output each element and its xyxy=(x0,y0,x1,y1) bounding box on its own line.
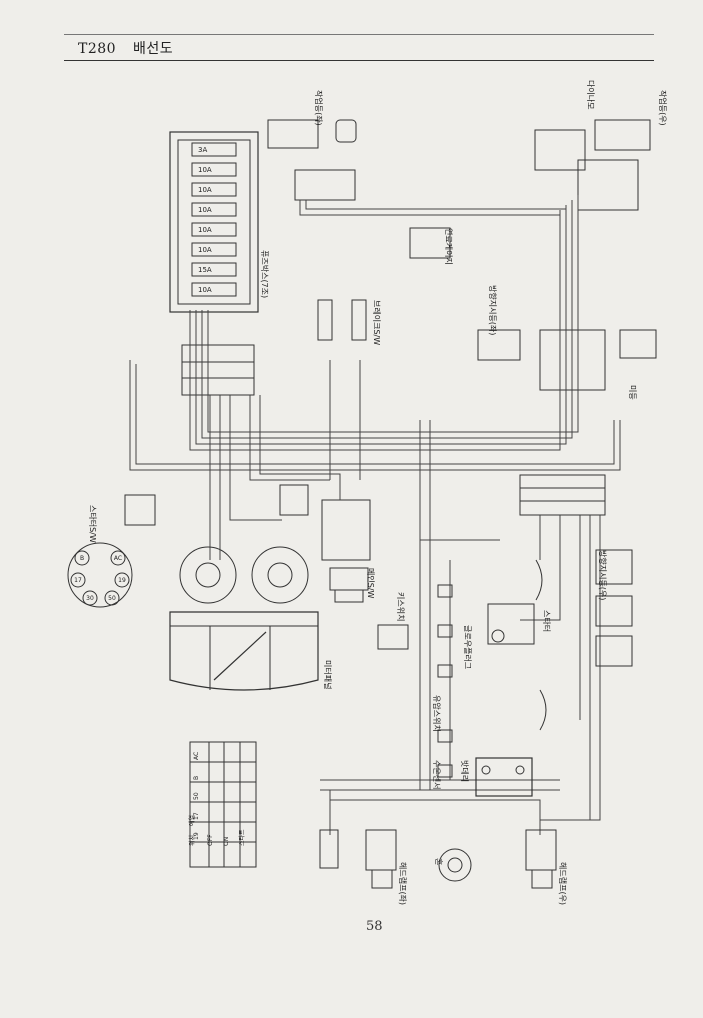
page-number: 58 xyxy=(366,919,383,934)
upper-connectors xyxy=(267,119,657,391)
table-header: B xyxy=(193,776,200,780)
starter-codes: B AC 17 19 30 50 xyxy=(74,555,126,602)
wire-harness xyxy=(129,195,621,835)
fuse-box xyxy=(169,131,259,313)
label-starter: 스타터 xyxy=(542,610,551,632)
terminal-code: 17 xyxy=(74,577,82,584)
meter-panel xyxy=(169,611,319,691)
label-oil-pressure: 유압스위치 xyxy=(432,695,441,732)
fuse xyxy=(191,242,237,257)
terminal-code: 30 xyxy=(86,595,94,602)
fuse-rating: 15A xyxy=(198,266,212,274)
label-battery: 밧데리 xyxy=(460,760,469,782)
table-header: AC xyxy=(193,752,200,760)
gauges xyxy=(179,546,309,604)
key-switch-table xyxy=(189,741,257,868)
label-fuel-gauge: 연료게이지 xyxy=(444,228,454,265)
fuse-rating: 10A xyxy=(198,206,212,214)
terminal-code: 19 xyxy=(118,577,126,584)
label-turn-signal-r: 방향지시등(우) xyxy=(598,550,608,600)
key-table-text: 위치 예열 OFF ON 스타트 AC B 50 17 19 xyxy=(188,752,246,846)
table-header: 예열 xyxy=(188,815,196,826)
fuse xyxy=(191,202,237,217)
horn xyxy=(438,848,472,882)
fuse xyxy=(191,222,237,237)
fuse-rating: 10A xyxy=(198,286,212,294)
page-title: 배선도 xyxy=(133,41,174,57)
table-cell: ON xyxy=(223,837,230,846)
label-starter-sw: 스타터S/W xyxy=(88,505,97,543)
label-glow-plug: 글로우플러그 xyxy=(463,625,472,669)
header-rule-top xyxy=(64,34,654,35)
fuse-rating: 10A xyxy=(198,246,212,254)
label-key-sw: 키스위치 xyxy=(396,592,405,621)
label-brake-sw: 브레이크S/W xyxy=(372,300,382,345)
fuse xyxy=(191,182,237,197)
label-work-lamp-r: 작업등(우) xyxy=(658,90,668,126)
table-header: 17 xyxy=(193,812,200,820)
label-head-lamp-r: 헤드램프(우) xyxy=(558,862,568,905)
fuse xyxy=(191,262,237,277)
fuse xyxy=(191,162,237,177)
main-connectors xyxy=(181,344,606,561)
sensors xyxy=(317,299,453,778)
fuse xyxy=(191,282,237,297)
main-switch xyxy=(329,567,369,603)
diagram-labels: 퓨즈박스(7조) 스타터S/W 미터패널 메인S/W 키스위치 밧데리 스타터 … xyxy=(88,80,668,905)
fuse-ratings: 3A 10A 10A 10A 10A 10A 15A 10A xyxy=(198,146,212,294)
terminal-code: AC xyxy=(114,555,122,562)
label-water-temp: 수온센서 xyxy=(432,760,442,789)
label-tail-lamp: 미등 xyxy=(628,385,637,400)
table-cell: 스타트 xyxy=(238,829,246,846)
label-main-sw: 메인S/W xyxy=(366,568,376,598)
table-header: 위치 xyxy=(188,835,196,846)
label-head-lamp-l: 헤드램프(좌) xyxy=(398,862,408,905)
fuse-rating: 10A xyxy=(198,166,212,174)
header-rule xyxy=(64,60,654,61)
table-header: 50 xyxy=(193,792,200,800)
label-horn: 혼 xyxy=(434,858,444,865)
table-header: 19 xyxy=(193,832,200,840)
page-header: T280 배선도 xyxy=(78,38,185,58)
label-meter-panel: 미터패널 xyxy=(323,660,333,689)
label-fuse-box: 퓨즈박스(7조) xyxy=(260,250,270,298)
label-turn-signal-l: 방향지시등(좌) xyxy=(488,285,498,335)
battery xyxy=(475,757,533,797)
right-relays xyxy=(535,549,633,731)
label-alternator: 다이나모 xyxy=(586,80,596,109)
fuse xyxy=(191,142,237,157)
table-cell: OFF xyxy=(207,834,214,846)
fuse-rating: 10A xyxy=(198,226,212,234)
terminal-code: 50 xyxy=(108,595,116,602)
starter-motor xyxy=(487,603,535,645)
fuse-rating: 10A xyxy=(198,186,212,194)
fuse-rating: 3A xyxy=(198,146,207,154)
label-work-lamp-l: 작업등(좌) xyxy=(314,90,324,126)
model-name: T280 xyxy=(78,41,117,57)
head-lamps xyxy=(319,829,557,889)
terminal-code: B xyxy=(80,555,84,562)
starter-switch xyxy=(67,494,156,608)
